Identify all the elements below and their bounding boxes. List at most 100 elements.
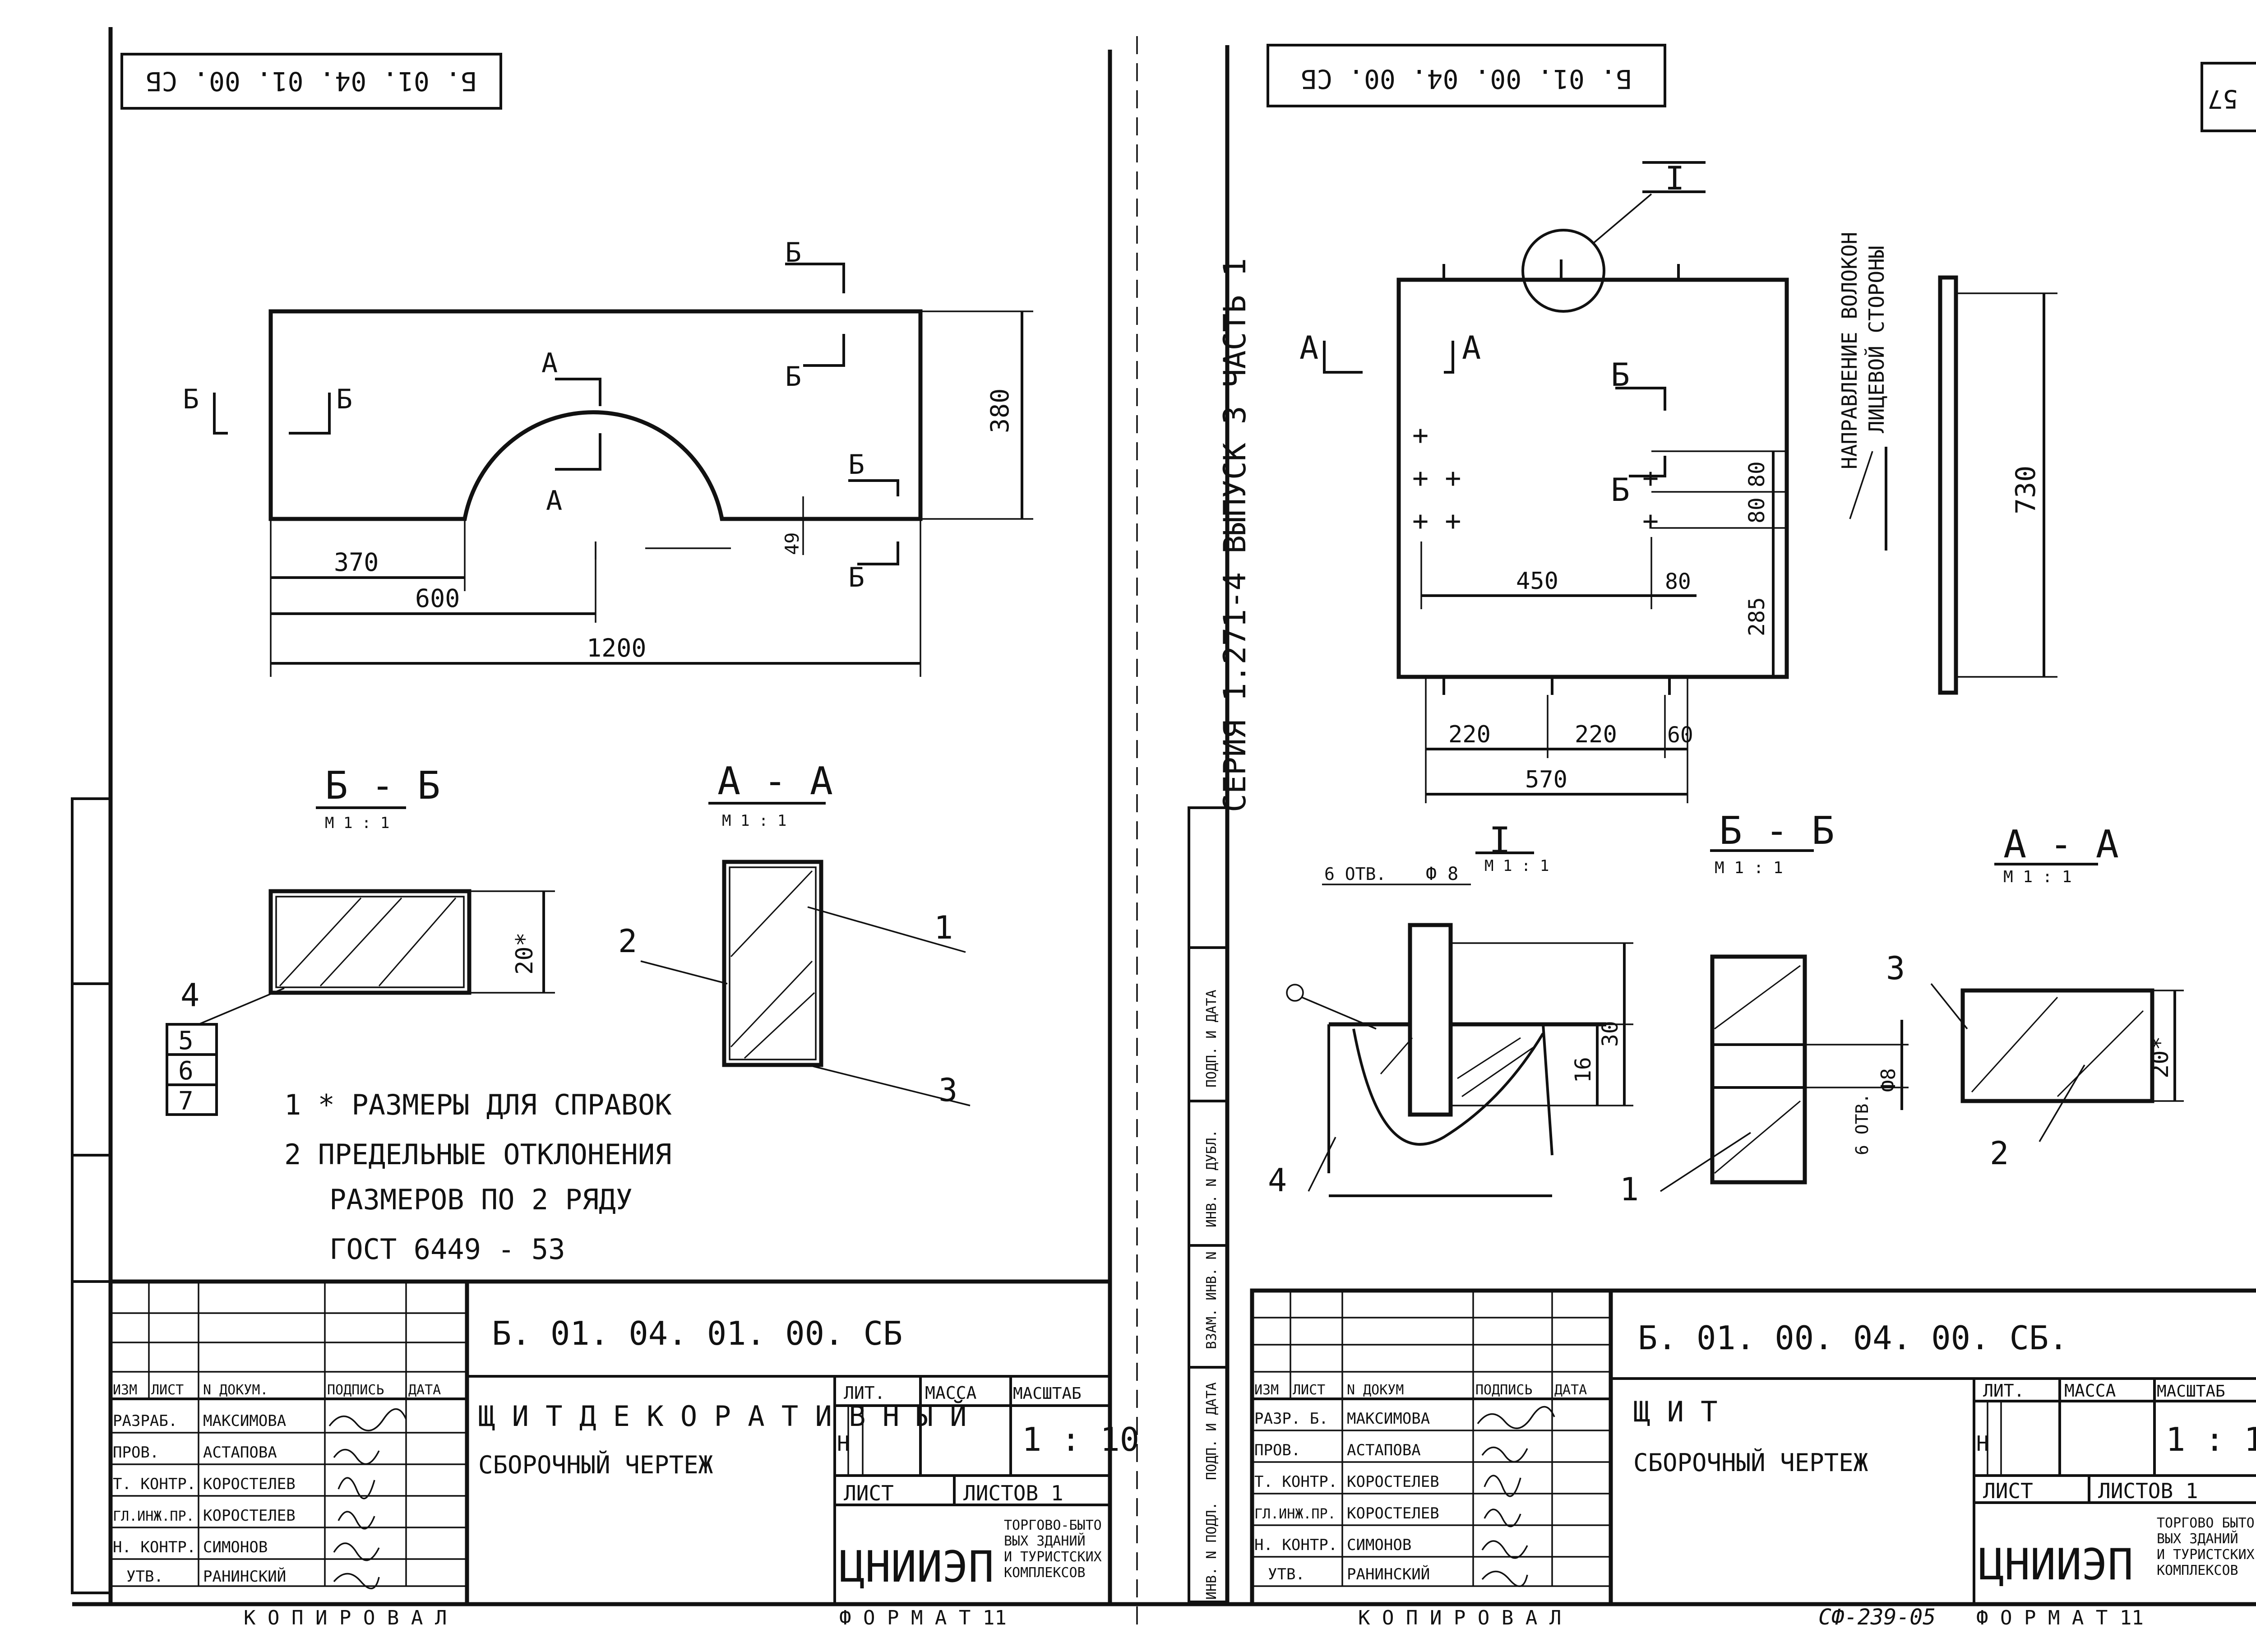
label-b-left1: Б bbox=[183, 384, 199, 415]
right-tb-lit: ЛИТ. bbox=[1983, 1381, 2025, 1401]
left-name-1: АСТАПОВА bbox=[203, 1444, 277, 1462]
right-role-2: Т. КОНТР. bbox=[1254, 1473, 1337, 1491]
right-col-list: ЛИСТ bbox=[1293, 1382, 1325, 1398]
left-tb-code: Б. 01. 04. 01. 00. СБ bbox=[492, 1314, 902, 1352]
dim-285: 285 bbox=[1744, 597, 1770, 636]
dim-80-c: 80 bbox=[1665, 569, 1691, 594]
dim-730: 730 bbox=[2010, 466, 2042, 514]
dim-hole: 49 bbox=[781, 532, 803, 555]
left-name-2: КОРОСТЕЛЕВ bbox=[203, 1475, 296, 1493]
right-name-0: МАКСИМОВА bbox=[1347, 1410, 1430, 1428]
right-stamp-box bbox=[1267, 44, 1666, 107]
right-front-view: I + + + + + + + А А Б Б bbox=[1299, 159, 1789, 803]
right-name-5: РАНИНСКИЙ bbox=[1347, 1565, 1430, 1583]
left-title-block: ИЗМ ЛИСТ N ДОКУМ. ПОДПИСЬ ДАТА РАЗРАБ. М… bbox=[108, 1279, 1139, 1606]
left-role-1: ПРОВ. bbox=[113, 1444, 159, 1462]
signature-scribble bbox=[1481, 1446, 1528, 1463]
right-col-doc: N ДОКУМ bbox=[1347, 1382, 1404, 1398]
right-bb-dia: Ф8 bbox=[1877, 1068, 1900, 1092]
dim-220-a: 220 bbox=[1448, 721, 1491, 748]
left-bb-dim: 20* bbox=[511, 932, 538, 975]
left-tb-lit: ЛИТ. bbox=[844, 1383, 885, 1403]
left-col-sign: ПОДПИСЬ bbox=[327, 1382, 384, 1398]
right-section-aa: А - А М 1 : 1 20* 3 2 bbox=[1886, 822, 2184, 1172]
left-frame bbox=[108, 27, 1112, 1606]
left-org-line1: ТОРГОВО-БЫТО bbox=[1004, 1518, 1102, 1533]
right-role-4: Н. КОНТР. bbox=[1254, 1536, 1337, 1554]
right-detail-I: I М 1 : 1 6 ОТВ. Ф 8 30 16 4 bbox=[1268, 819, 1633, 1199]
right-aa-dim: 20* bbox=[2147, 1036, 2174, 1078]
left-col-list: ЛИСТ bbox=[151, 1382, 184, 1398]
right-format: Ф О Р М А Т 11 bbox=[1976, 1606, 2144, 1629]
right-org-line1: ТОРГОВО БЫТО bbox=[2157, 1515, 2255, 1531]
left-copied: К О П И Р О В А Л bbox=[244, 1606, 447, 1629]
hole-mark: + bbox=[1412, 420, 1428, 451]
signature-scribble bbox=[1477, 1406, 1555, 1429]
right-name-3: КОРОСТЕЛЕВ bbox=[1347, 1504, 1439, 1522]
right-org-line4: КОМПЛЕКСОВ bbox=[2157, 1563, 2238, 1578]
right-org-line2: ВЫХ ЗДАНИЙ bbox=[2157, 1531, 2238, 1547]
left-role-4: Н. КОНТР. bbox=[113, 1538, 196, 1556]
left-col-izm: ИЗМ bbox=[113, 1382, 137, 1398]
dim-450: 450 bbox=[1516, 568, 1558, 595]
side-field-3: ВЗАМ. ИНВ. N bbox=[1204, 1251, 1220, 1349]
right-tb-mass: МАССА bbox=[2064, 1381, 2116, 1401]
left-bb-scale: М 1 : 1 bbox=[325, 814, 389, 832]
signature-scribble bbox=[328, 1408, 407, 1431]
left-notes-table-6: 6 bbox=[178, 1056, 194, 1086]
left-tb-mass: МАССА bbox=[925, 1383, 977, 1403]
left-note-1: 1 * РАЗМЕРЫ ДЛЯ СПРАВОК bbox=[284, 1088, 672, 1121]
signature-scribble bbox=[337, 1477, 375, 1499]
left-org-line2: ВЫХ ЗДАНИЙ bbox=[1004, 1533, 1086, 1549]
right-tb-name2: СБОРОЧНЫЙ ЧЕРТЕЖ bbox=[1633, 1448, 1868, 1477]
detail-mark-I: I bbox=[1665, 159, 1684, 197]
right-tb-code: Б. 01. 00. 04. 00. СБ. bbox=[1638, 1319, 2068, 1357]
left-note-4: ГОСТ 6449 - 53 bbox=[329, 1233, 565, 1266]
left-tb-name1: Щ И Т Д Е К О Р А Т И В Н Ы Й bbox=[478, 1400, 967, 1433]
detail-circle bbox=[1521, 229, 1605, 313]
right-tb-scale-val: 1 : 10 bbox=[2166, 1421, 2256, 1458]
left-sheet: Б. 01. 04. 01. 00. СБ 380 370 600 1200 4… bbox=[71, 27, 1139, 1629]
right-title-block: ИЗМ ЛИСТ N ДОКУМ ПОДПИСЬ ДАТА РАЗР. Б. М… bbox=[1250, 1288, 2256, 1606]
signature-scribble bbox=[333, 1542, 380, 1561]
left-col-doc: N ДОКУМ. bbox=[203, 1382, 268, 1398]
side-field-5: ПОДП. И ДАТА bbox=[1204, 990, 1220, 1087]
detail-I-holes: 6 ОТВ. bbox=[1324, 864, 1386, 884]
left-aa-title: А - А bbox=[717, 759, 833, 804]
left-name-4: СИМОНОВ bbox=[203, 1538, 268, 1556]
right-role-3: ГЛ.ИНЖ.ПР. bbox=[1254, 1506, 1336, 1522]
right-name-1: АСТАПОВА bbox=[1347, 1441, 1421, 1459]
grain-label-2: ЛИЦЕВОЙ СТОРОНЫ bbox=[1864, 246, 1889, 433]
left-section-bb: Б - Б М 1 : 1 20* bbox=[268, 764, 555, 995]
right-bb-holes: 6 ОТВ. bbox=[1852, 1093, 1872, 1155]
left-name-0: МАКСИМОВА bbox=[203, 1412, 286, 1430]
left-callout-4: 4 bbox=[180, 977, 199, 1014]
right-org-logo: ЦНИИЭП bbox=[1979, 1540, 2133, 1590]
right-label-a2: А bbox=[1462, 329, 1481, 366]
right-callout-1: 1 bbox=[1620, 1171, 1639, 1208]
left-bb-title: Б - Б bbox=[325, 764, 440, 808]
left-aa-scale: М 1 : 1 bbox=[722, 812, 786, 830]
page-number-box bbox=[2201, 62, 2256, 132]
left-notes-table bbox=[166, 1023, 218, 1116]
right-callout-4: 4 bbox=[1268, 1162, 1287, 1199]
label-a-top: А bbox=[541, 347, 558, 379]
series-text: СЕРИЯ 1.271-4 ВЫПУСК 3 ЧАСТЬ 1 bbox=[1217, 258, 1253, 812]
hole-mark: + bbox=[1642, 463, 1659, 494]
left-org-logo: ЦНИИЭП bbox=[839, 1542, 994, 1592]
right-section-bb: Б - Б М 1 : 1 Ф8 6 ОТВ. 1 bbox=[1620, 809, 1909, 1208]
side-field-4: ИНВ. N ДУБЛ. bbox=[1204, 1129, 1220, 1227]
grain-label-1: НАПРАВЛЕНИЕ ВОЛОКОН bbox=[1837, 232, 1862, 469]
left-tb-scale-hdr: МАСШТАБ bbox=[1013, 1384, 1082, 1403]
right-tb-scale-hdr: МАСШТАБ bbox=[2157, 1382, 2225, 1401]
dim-60: 60 bbox=[1667, 722, 1693, 748]
right-tb-name1: Щ И Т bbox=[1633, 1395, 1718, 1428]
left-tb-lit-val: Н bbox=[837, 1431, 850, 1456]
right-col-izm: ИЗМ bbox=[1254, 1382, 1279, 1398]
left-name-3: КОРОСТЕЛЕВ bbox=[203, 1507, 296, 1525]
dim-570: 570 bbox=[1525, 766, 1567, 793]
signature-scribble bbox=[1481, 1540, 1528, 1559]
right-aa-scale: М 1 : 1 bbox=[2003, 868, 2072, 886]
right-bb-title: Б - Б bbox=[1719, 809, 1835, 853]
